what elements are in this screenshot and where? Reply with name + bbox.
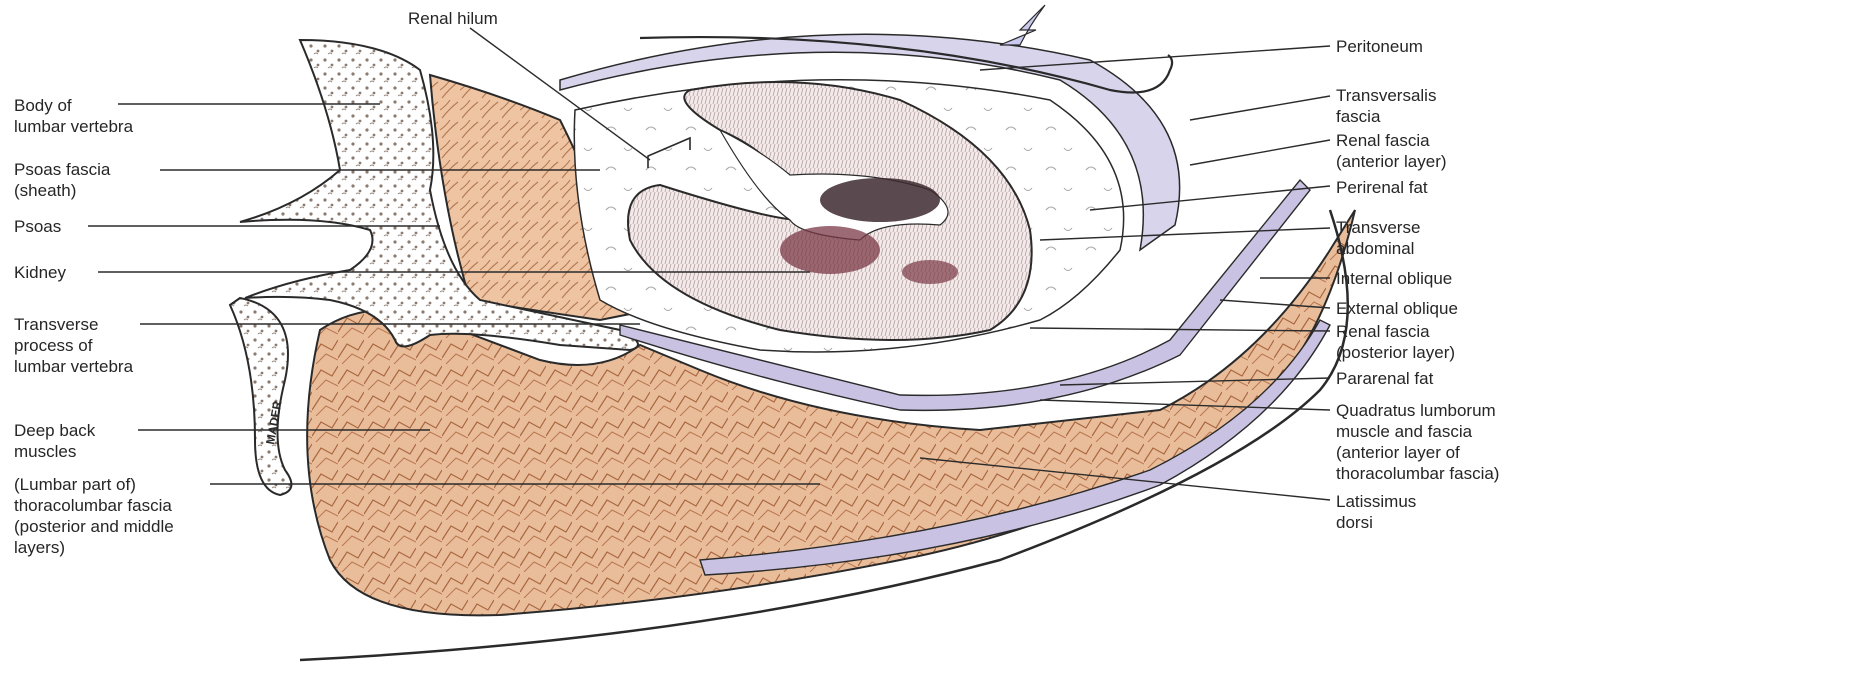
label-internal-oblique: Internal oblique — [1336, 268, 1452, 289]
label-line: (posterior and middle — [14, 516, 174, 537]
label-line: Perirenal fat — [1336, 177, 1428, 198]
renal-pyramid-red-2 — [902, 260, 958, 284]
label-line: abdominal — [1336, 238, 1420, 259]
label-pararenal-fat: Pararenal fat — [1336, 368, 1433, 389]
label-line: Psoas fascia — [14, 159, 110, 180]
label-line: thoracolumbar fascia) — [1336, 463, 1499, 484]
renal-pyramid-dark — [820, 178, 940, 222]
label-line: dorsi — [1336, 512, 1416, 533]
label-body-vertebra: Body of lumbar vertebra — [14, 95, 133, 137]
label-peritoneum: Peritoneum — [1336, 36, 1423, 57]
label-external-oblique: External oblique — [1336, 298, 1458, 319]
label-line: Renal fascia — [1336, 321, 1455, 342]
label-line: process of — [14, 335, 133, 356]
label-line: Peritoneum — [1336, 36, 1423, 57]
label-line: muscles — [14, 441, 95, 462]
label-perirenal-fat: Perirenal fat — [1336, 177, 1428, 198]
label-line: Latissimus — [1336, 491, 1416, 512]
label-kidney: Kidney — [14, 262, 66, 283]
label-line: muscle and fascia — [1336, 421, 1499, 442]
label-line: Transverse — [14, 314, 133, 335]
label-line: (Lumbar part of) — [14, 474, 174, 495]
label-line: Internal oblique — [1336, 268, 1452, 289]
label-renal-fascia-posterior: Renal fascia (posterior layer) — [1336, 321, 1455, 363]
label-line: thoracolumbar fascia — [14, 495, 174, 516]
label-line: (sheath) — [14, 180, 110, 201]
label-line: fascia — [1336, 106, 1436, 127]
label-transversalis-fascia: Transversalis fascia — [1336, 85, 1436, 127]
label-line: Quadratus lumborum — [1336, 400, 1499, 421]
label-quadratus-lumborum: Quadratus lumborum muscle and fascia (an… — [1336, 400, 1499, 484]
label-line: (anterior layer of — [1336, 442, 1499, 463]
label-line: Transversalis — [1336, 85, 1436, 106]
label-transverse-process: Transverse process of lumbar vertebra — [14, 314, 133, 377]
label-transverse-abdominal: Transverse abdominal — [1336, 217, 1420, 259]
transverse-process-shape — [230, 298, 291, 495]
label-line: Deep back — [14, 420, 95, 441]
label-line: lumbar vertebra — [14, 116, 133, 137]
renal-pyramid-red — [780, 226, 880, 274]
label-line: Psoas — [14, 216, 61, 237]
label-renal-fascia-anterior: Renal fascia (anterior layer) — [1336, 130, 1447, 172]
label-line: Pararenal fat — [1336, 368, 1433, 389]
label-line: Transverse — [1336, 217, 1420, 238]
label-line: (posterior layer) — [1336, 342, 1455, 363]
label-line: Renal hilum — [408, 8, 498, 29]
label-line: lumbar vertebra — [14, 356, 133, 377]
label-line: (anterior layer) — [1336, 151, 1447, 172]
label-thoracolumbar-fascia: (Lumbar part of) thoracolumbar fascia (p… — [14, 474, 174, 558]
label-psoas: Psoas — [14, 216, 61, 237]
label-line: Renal fascia — [1336, 130, 1447, 151]
label-line: layers) — [14, 537, 174, 558]
label-psoas-fascia: Psoas fascia (sheath) — [14, 159, 110, 201]
label-line: Kidney — [14, 262, 66, 283]
anterior-arrow-icon — [1000, 5, 1045, 45]
label-line: External oblique — [1336, 298, 1458, 319]
label-deep-back-muscles: Deep back muscles — [14, 420, 95, 462]
label-line: Body of — [14, 95, 133, 116]
label-latissimus-dorsi: Latissimus dorsi — [1336, 491, 1416, 533]
label-renal-hilum: Renal hilum — [408, 8, 498, 29]
